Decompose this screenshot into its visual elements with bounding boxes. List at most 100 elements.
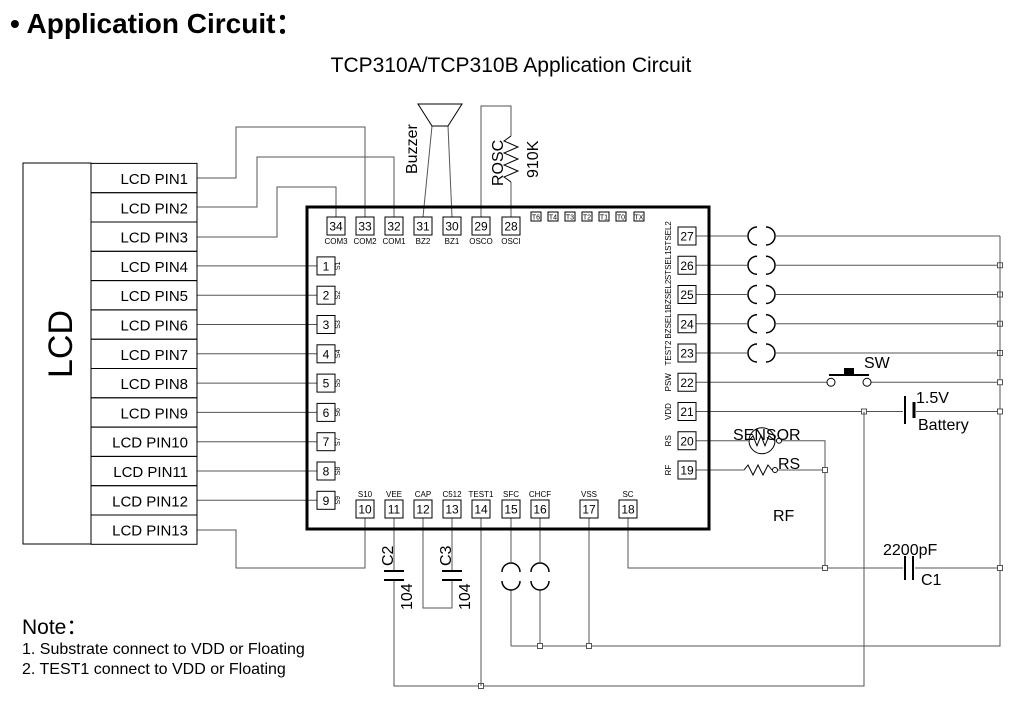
pin-number: 20	[680, 434, 694, 448]
rf-resistor	[743, 463, 773, 477]
pin-box	[384, 499, 404, 519]
polar-cap-lower	[530, 580, 550, 591]
junction	[537, 643, 543, 649]
pin-label: S4	[335, 349, 342, 358]
pin-label: SC	[622, 490, 633, 499]
buzzer-horn	[417, 103, 463, 127]
lcd-pin-label: LCD PIN9	[120, 405, 188, 422]
test-pad-label: T1	[600, 215, 608, 222]
pin-label: S3	[335, 320, 342, 329]
test-pad-label: T0	[617, 215, 625, 222]
c2-label: C2	[380, 545, 397, 566]
lcd-pin-label: LCD PIN1	[120, 171, 188, 188]
lcd-pin-label: LCD PIN4	[120, 259, 188, 276]
wires	[197, 105, 1003, 689]
pin-number: 27	[680, 230, 694, 244]
pin-box	[501, 499, 521, 519]
pin-label: COM3	[324, 237, 348, 246]
junction	[997, 408, 1003, 415]
lcd-pin-label: LCD PIN5	[120, 288, 188, 305]
pin-number: 21	[680, 405, 694, 419]
page-heading: • Application Circuit：	[10, 8, 304, 39]
test-pad	[564, 211, 576, 222]
test-pad-label: T2	[583, 215, 591, 222]
rs-label: RS	[778, 456, 800, 473]
pin-number: 3	[323, 318, 330, 332]
junction	[997, 565, 1003, 571]
polar-cap-lower	[501, 580, 521, 591]
pin-label: STSEL1	[664, 250, 673, 280]
lcd-pin-label: LCD PIN10	[112, 435, 188, 452]
pin-number: 31	[416, 220, 430, 234]
pin-label: OSCO	[469, 237, 493, 246]
pin-number: 34	[329, 220, 343, 234]
junction	[997, 379, 1003, 386]
circuit-title: TCP310A/TCP310B Application Circuit	[330, 54, 692, 77]
pin-box	[316, 256, 336, 276]
pin-number: 5	[323, 377, 330, 391]
test-pad	[581, 211, 593, 222]
option-cap-right	[765, 284, 776, 305]
pin-label: VSS	[581, 490, 597, 499]
pin-box	[471, 216, 491, 236]
pin-label: RF	[664, 465, 673, 476]
pin-number: 18	[621, 503, 635, 517]
polar-cap-upper	[530, 562, 550, 573]
pin-box	[316, 373, 336, 393]
wire-c3-loop	[422, 518, 453, 609]
rf-label: RF	[773, 508, 795, 525]
pin-number: 9	[323, 494, 330, 508]
rf-terminal	[772, 467, 778, 473]
pin-label: OSCI	[501, 237, 521, 246]
lcd-pin-label: LCD PIN11	[113, 464, 188, 481]
pin-number: 33	[358, 220, 372, 234]
option-cap-right	[765, 226, 776, 246]
option-cap-right	[765, 314, 776, 334]
pin-number: 7	[323, 435, 330, 449]
pin-box	[677, 226, 697, 246]
wire-lcd-pin3	[197, 186, 337, 238]
pin-box	[316, 344, 336, 364]
junction	[822, 467, 828, 473]
pin-box	[316, 432, 336, 452]
wire-buzzer-bz2	[422, 125, 433, 218]
pin-label: VDD	[664, 403, 673, 420]
pin-number: 8	[323, 465, 330, 479]
pin-box	[677, 314, 697, 334]
pin-label: S9	[335, 496, 342, 505]
pin-box	[471, 499, 491, 519]
lcd-pin-label: LCD PIN6	[120, 318, 188, 335]
pin-label: S6	[335, 408, 342, 417]
lcd-label: LCD	[42, 310, 80, 378]
c1-label: C1	[921, 572, 942, 589]
pin-box	[384, 216, 404, 236]
pin-number: 2	[323, 289, 330, 303]
c2-value: 104	[399, 583, 416, 610]
option-cap-left	[747, 284, 758, 305]
pin-number: 23	[680, 347, 694, 361]
junction	[822, 565, 828, 571]
pin-number: 24	[680, 317, 694, 331]
pin-box	[579, 499, 599, 519]
c3-value: 104	[457, 583, 474, 610]
lcd-pin-label: LCD PIN3	[120, 230, 188, 247]
pin-label: S2	[335, 291, 342, 300]
sensor-resistor	[748, 434, 776, 448]
battery-label: Battery	[918, 417, 969, 434]
option-cap-left	[747, 314, 758, 334]
option-cap-left	[747, 255, 758, 275]
lcd-pin-label: LCD PIN7	[120, 347, 188, 364]
lcd-pin-label: LCD PIN8	[120, 376, 188, 393]
pin-number: 28	[504, 220, 518, 234]
polar-cap-upper	[501, 562, 521, 573]
pin-label: STSEL2	[664, 221, 673, 251]
pin-box	[677, 255, 697, 275]
test-pad-label: T6	[532, 215, 540, 222]
wire-sensor	[781, 440, 826, 568]
test-pad	[615, 211, 627, 222]
pin-box	[677, 431, 697, 451]
pin-box	[413, 499, 433, 519]
buzzer-label: Buzzer	[404, 124, 421, 174]
pin-label: S7	[335, 437, 342, 446]
